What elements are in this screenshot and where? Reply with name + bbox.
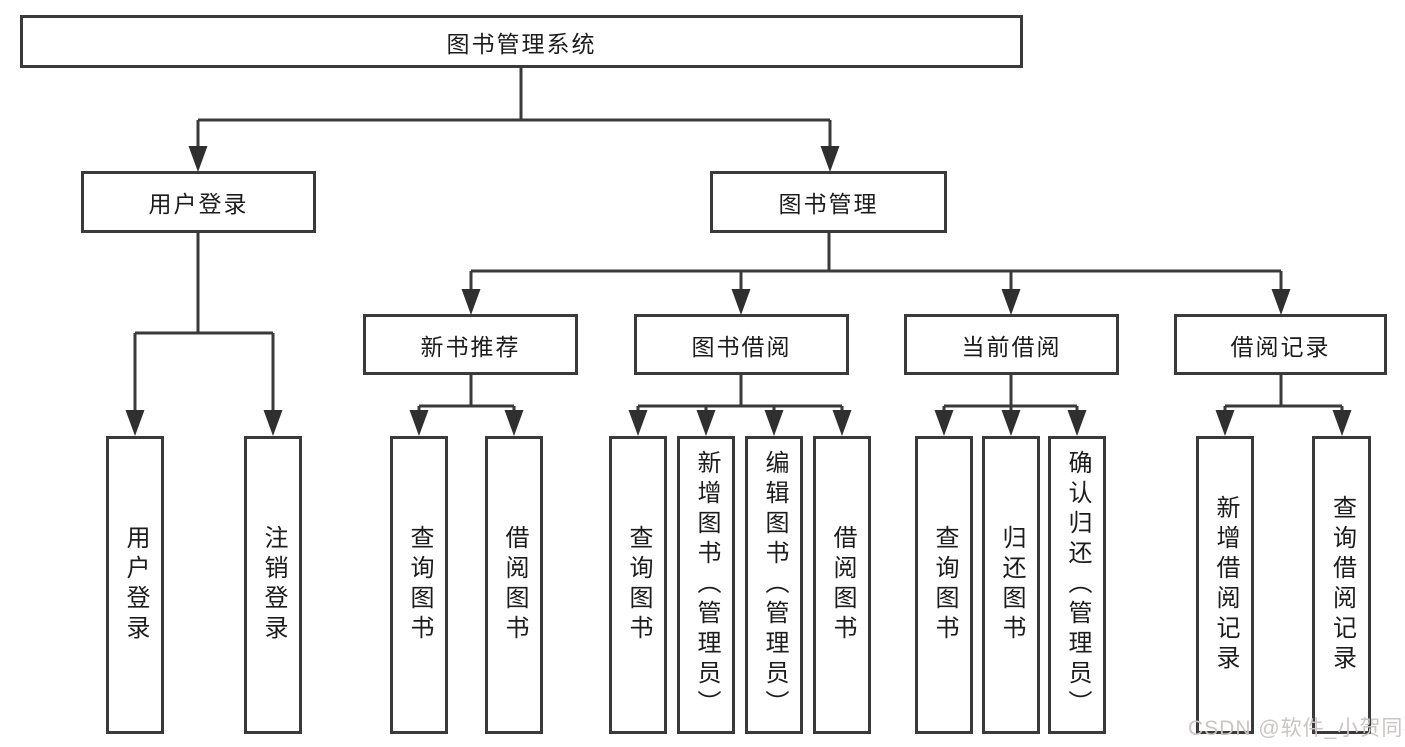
node-root-system-label: 图书管理系统: [446, 30, 597, 57]
leaf-add-book-admin: 新增图书（管理员）: [677, 436, 735, 734]
node-new-book-recommend-label: 新书推荐: [420, 333, 521, 360]
leaf-logout: 注销登录: [244, 436, 302, 734]
node-user-login-label: 用户登录: [148, 191, 249, 217]
leaf-borrow-books-recommend-label: 借阅图书: [501, 525, 528, 645]
node-book-borrow-label: 图书借阅: [691, 333, 792, 360]
csdn-watermark: CSDN @软件_小贺同学: [1188, 717, 1405, 740]
leaf-add-borrow-record-label: 新增借阅记录: [1212, 495, 1239, 675]
leaf-query-books-recommend: 查询图书: [390, 436, 448, 734]
node-new-book-recommend: 新书推荐: [363, 314, 578, 375]
leaf-query-books-current: 查询图书: [915, 436, 973, 734]
node-current-borrow: 当前借阅: [904, 314, 1119, 375]
leaf-return-books: 归还图书: [982, 436, 1040, 734]
leaf-user-login-label: 用户登录: [122, 525, 149, 645]
leaf-confirm-return-admin-label: 确认归还（管理员）: [1064, 450, 1091, 720]
leaf-query-books-borrow-label: 查询图书: [625, 525, 652, 645]
leaf-edit-book-admin: 编辑图书（管理员）: [745, 436, 803, 734]
leaf-confirm-return-admin: 确认归还（管理员）: [1048, 436, 1106, 734]
leaf-borrow-books-label: 借阅图书: [829, 525, 856, 645]
node-book-management-label: 图书管理: [778, 191, 879, 217]
node-book-management: 图书管理: [710, 171, 947, 233]
leaf-borrow-books-recommend: 借阅图书: [485, 436, 543, 734]
node-user-login: 用户登录: [81, 171, 316, 233]
node-borrow-records: 借阅记录: [1174, 314, 1387, 375]
leaf-borrow-books: 借阅图书: [813, 436, 871, 734]
node-root-system: 图书管理系统: [20, 15, 1023, 68]
leaf-return-books-label: 归还图书: [998, 525, 1025, 645]
leaf-query-books-borrow: 查询图书: [609, 436, 667, 734]
leaf-query-borrow-record-label: 查询借阅记录: [1328, 495, 1356, 675]
leaf-add-book-admin-label: 新增图书（管理员）: [693, 450, 720, 720]
leaf-add-borrow-record: 新增借阅记录: [1196, 436, 1254, 734]
node-book-borrow: 图书借阅: [634, 314, 849, 375]
node-borrow-records-label: 借阅记录: [1230, 333, 1331, 360]
leaf-query-borrow-record: 查询借阅记录: [1312, 436, 1371, 734]
leaf-query-books-current-label: 查询图书: [931, 525, 958, 645]
leaf-user-login: 用户登录: [106, 436, 164, 734]
node-current-borrow-label: 当前借阅: [961, 333, 1062, 360]
leaf-query-books-recommend-label: 查询图书: [406, 525, 433, 645]
leaf-logout-label: 注销登录: [260, 525, 287, 645]
leaf-edit-book-admin-label: 编辑图书（管理员）: [761, 450, 788, 720]
